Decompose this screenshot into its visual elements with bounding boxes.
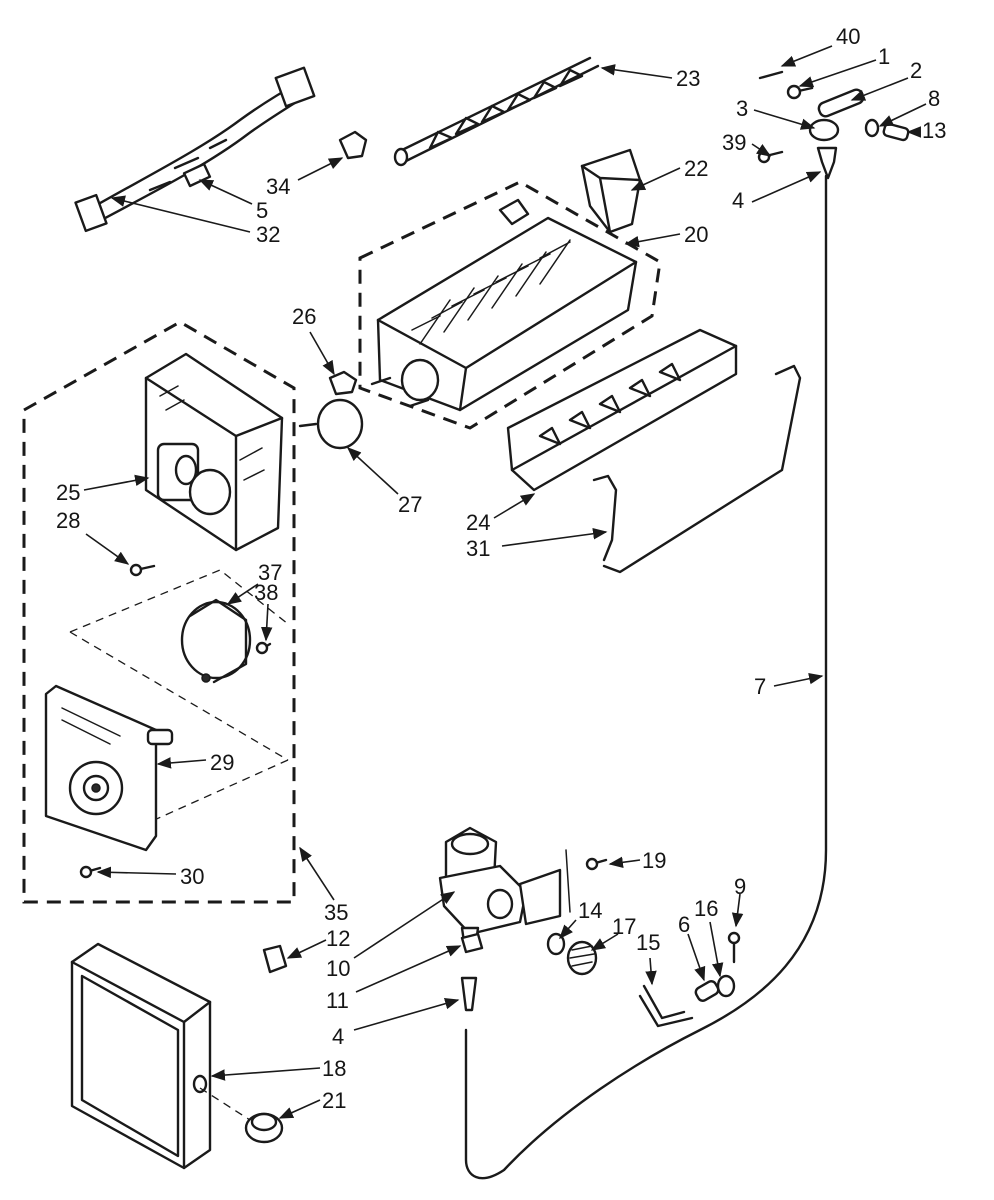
clip-34 bbox=[338, 130, 368, 160]
callout-2: 2 bbox=[910, 58, 922, 83]
callout-labels: 40 1 2 3 8 13 39 23 22 4 20 34 5 32 26 2… bbox=[56, 24, 946, 1113]
ejector-blade bbox=[393, 56, 600, 167]
callout-26: 26 bbox=[292, 304, 316, 329]
callout-4: 4 bbox=[732, 188, 744, 213]
callout-19: 19 bbox=[642, 848, 666, 873]
callout-20: 20 bbox=[684, 222, 708, 247]
callout-23: 23 bbox=[676, 66, 700, 91]
callout-21: 21 bbox=[322, 1088, 346, 1113]
callout-8: 8 bbox=[928, 86, 940, 111]
callout-10: 10 bbox=[326, 956, 350, 981]
water-tube bbox=[464, 174, 828, 1180]
callout-1: 1 bbox=[878, 44, 890, 69]
callout-24: 24 bbox=[466, 510, 490, 535]
callout-30: 30 bbox=[180, 864, 204, 889]
mold-cover bbox=[506, 328, 738, 492]
callout-leaders bbox=[83, 45, 927, 1119]
callout-13: 13 bbox=[922, 118, 946, 143]
motor-housing bbox=[144, 352, 284, 552]
callout-5: 5 bbox=[256, 198, 268, 223]
timer-motor bbox=[180, 598, 252, 684]
callout-18: 18 bbox=[322, 1056, 346, 1081]
callout-39: 39 bbox=[722, 130, 746, 155]
callout-22: 22 bbox=[684, 156, 708, 181]
callout-4-lower: 4 bbox=[332, 1024, 344, 1049]
callout-31: 31 bbox=[466, 536, 490, 561]
callout-37: 37 bbox=[258, 560, 282, 585]
callout-9: 9 bbox=[734, 874, 746, 899]
ice-bin-stripper bbox=[580, 148, 642, 234]
callout-29: 29 bbox=[210, 750, 234, 775]
ice-mold bbox=[370, 198, 638, 412]
valve-nut-and-insert bbox=[460, 932, 484, 1012]
front-cover bbox=[70, 942, 212, 1170]
small-screws bbox=[79, 150, 784, 964]
knob bbox=[199, 1087, 284, 1144]
callout-6: 6 bbox=[678, 912, 690, 937]
water-valve bbox=[438, 826, 571, 944]
inlet-fittings bbox=[758, 70, 910, 180]
callout-3: 3 bbox=[736, 96, 748, 121]
wire-nut bbox=[262, 944, 288, 974]
wire-harness bbox=[74, 66, 316, 233]
callout-16: 16 bbox=[694, 896, 718, 921]
callout-27: 27 bbox=[398, 492, 422, 517]
callout-7: 7 bbox=[754, 674, 766, 699]
support-plate bbox=[44, 684, 174, 852]
callout-38: 38 bbox=[254, 580, 278, 605]
callout-28: 28 bbox=[56, 508, 80, 533]
callout-12: 12 bbox=[326, 926, 350, 951]
shutoff-arm bbox=[592, 364, 802, 574]
callout-11: 11 bbox=[326, 988, 349, 1013]
callout-34: 34 bbox=[266, 174, 290, 199]
callout-25: 25 bbox=[56, 480, 80, 505]
callout-17: 17 bbox=[612, 914, 636, 939]
callout-15: 15 bbox=[636, 930, 660, 955]
callout-14: 14 bbox=[578, 898, 602, 923]
callout-40: 40 bbox=[836, 24, 860, 49]
thermostat bbox=[298, 370, 364, 450]
callout-35: 35 bbox=[324, 900, 348, 925]
callout-32: 32 bbox=[256, 222, 280, 247]
